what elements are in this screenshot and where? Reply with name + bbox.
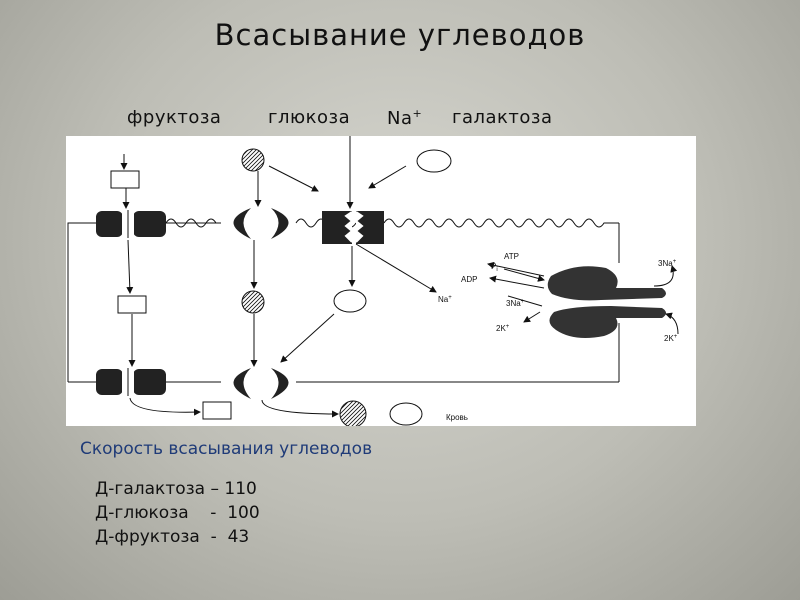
fructose-molecule-top <box>110 170 140 189</box>
galactose-molecule-middle <box>333 289 367 313</box>
glucose-molecule-top <box>241 148 265 172</box>
label-sodium-text: Na <box>387 108 413 129</box>
glucose-molecule-middle <box>241 290 265 314</box>
cell-outline <box>67 222 620 383</box>
absorption-diagram: ATP Pi ADP 3Na+ 3Na+ 2K+ 2K+ Na+ Кровь <box>66 136 696 426</box>
na-k-atpase <box>547 266 666 338</box>
crescent-transporter-apical <box>233 208 289 239</box>
rate-glucose: Д-глюкоза - 100 <box>95 503 260 523</box>
slide-title: Всасывание углеводов <box>214 18 586 52</box>
crescent-transporter-basal <box>233 368 289 399</box>
label-adp: ADP <box>461 275 477 284</box>
galactose-molecule-blood <box>389 402 423 426</box>
label-2k-in: 2K+ <box>496 324 510 333</box>
label-3na-in: 3Na+ <box>506 299 525 308</box>
rate-fructose: Д-фруктоза - 43 <box>95 527 250 547</box>
label-galactose: галактоза <box>452 107 553 128</box>
glut5-transporter-basal <box>96 366 166 398</box>
label-fructose: фруктоза <box>127 107 222 128</box>
label-3na-out: 3Na+ <box>658 259 677 268</box>
label-2k-out: 2K+ <box>664 334 678 343</box>
glut5-transporter-apical <box>96 208 166 240</box>
fructose-molecule-middle <box>117 295 147 314</box>
label-sodium: Na+ <box>387 107 422 129</box>
label-blood: Кровь <box>446 413 468 422</box>
pi-arrow <box>503 268 545 282</box>
absorption-rate-heading: Скорость всасывания углеводов <box>80 439 373 459</box>
label-atp: ATP <box>504 252 519 261</box>
label-glucose: глюкоза <box>268 107 351 128</box>
k-in-arrow <box>507 295 543 307</box>
rate-galactose: Д-галактоза – 110 <box>95 479 257 499</box>
label-na-released: Na+ <box>438 295 452 304</box>
label-sodium-charge: + <box>412 107 423 120</box>
fructose-molecule-blood <box>202 401 232 420</box>
absorption-diagram-svg: ATP Pi ADP 3Na+ 3Na+ 2K+ 2K+ Na+ Кровь <box>67 136 679 426</box>
absorption-rate-list: Д-галактоза – 110 Д-глюкоза - 100 Д-фрук… <box>95 477 260 549</box>
transport-arrows <box>120 136 679 418</box>
label-pi: Pi <box>491 262 498 273</box>
sglt1-transporter <box>322 211 384 244</box>
galactose-molecule-top <box>416 149 452 173</box>
glucose-molecule-blood <box>339 400 367 426</box>
